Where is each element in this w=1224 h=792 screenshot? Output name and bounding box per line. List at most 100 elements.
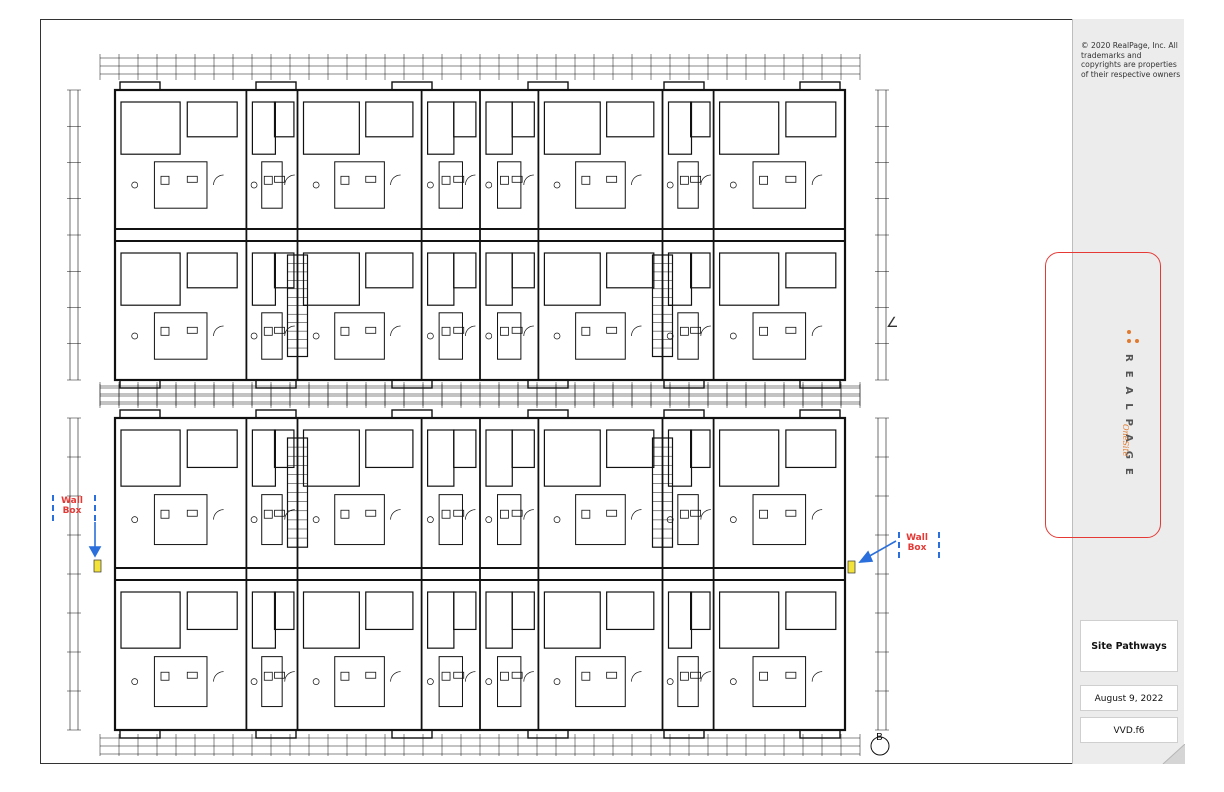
lower-floor-plan-door-swing	[631, 509, 642, 520]
lower-floor-plan-room	[677, 494, 699, 546]
lower-floor-plan-tag	[485, 516, 493, 523]
wall-box-marker-left	[93, 559, 102, 573]
upper-floor-plan-bumpout	[799, 379, 841, 389]
lower-floor-plan-tag	[427, 678, 434, 685]
lower-floor-plan-fixture	[441, 509, 451, 519]
upper-floor-plan-room	[718, 101, 780, 155]
drawing-sheet	[40, 19, 1184, 764]
lower-floor-plan-bumpout	[119, 409, 161, 419]
lower-floor-plan-room	[752, 494, 807, 546]
lower-floor-plan-fixture	[274, 671, 285, 679]
upper-floor-plan-fixture	[511, 175, 523, 183]
lower-floor-plan-door-swing	[700, 671, 711, 682]
lower-floor-plan-fixture	[365, 509, 377, 517]
project-title: Site Pathways	[1080, 620, 1178, 672]
lower-floor-plan-room	[261, 656, 283, 708]
lower-floor-plan-room	[334, 656, 385, 708]
upper-floor-plan-room	[453, 252, 477, 289]
lower-floor-plan-room	[543, 429, 601, 487]
upper-floor-plan-room	[606, 252, 655, 289]
lower-floor-plan-room	[497, 656, 522, 708]
lower-floor-plan-room	[497, 494, 522, 546]
upper-floor-plan-room	[186, 252, 238, 289]
upper-floor-plan-fixture	[453, 326, 465, 334]
upper-floor-plan-fixture	[365, 326, 377, 334]
upper-floor-plan-room	[497, 161, 522, 209]
upper-floor-plan-room	[334, 312, 385, 360]
lower-floor-plan-room	[334, 494, 385, 546]
view-tag-letter: B	[876, 732, 883, 743]
lower-floor-plan-door-swing	[700, 509, 711, 520]
lower-floor-plan-bumpout	[799, 729, 841, 739]
lower-floor-plan-fixture	[759, 509, 768, 519]
lower-floor-plan-tag	[250, 678, 258, 685]
upper-floor-plan-room	[485, 101, 513, 155]
upper-floor-plan-tag	[666, 332, 674, 340]
upper-floor-plan-bumpout	[119, 379, 161, 389]
upper-floor-plan-room	[365, 252, 414, 289]
upper-floor-plan-room	[752, 312, 807, 360]
lower-floor-plan-fixture	[263, 509, 273, 519]
lower-floor-plan-bumpout	[527, 409, 569, 419]
upper-floor-plan-door-swing	[390, 174, 401, 186]
lower-floor-plan-fixture	[679, 671, 689, 681]
lower-floor-plan-room	[718, 591, 780, 649]
callout-left-line1: Wall	[61, 496, 83, 506]
upper-floor-plan-door-swing	[700, 174, 711, 186]
upper-floor-plan-door-swing	[631, 174, 642, 186]
lower-floor-plan-bumpout	[663, 729, 705, 739]
lower-floor-plan-room	[365, 591, 414, 631]
upper-floor-plan-room	[365, 101, 414, 138]
upper-floor-plan-fixture	[274, 175, 285, 183]
upper-floor-plan-bumpout	[663, 81, 705, 91]
upper-floor-plan-room	[718, 252, 780, 306]
lower-floor-plan-room	[453, 591, 477, 631]
lower-floor-plan-fixture	[785, 671, 797, 679]
lower-floor-plan-tag	[553, 516, 561, 523]
upper-floor-plan-tag	[131, 181, 139, 189]
lower-floor-plan-door-swing	[284, 509, 295, 520]
lower-floor-plan-room	[677, 656, 699, 708]
upper-floor-plan-fixture	[690, 175, 702, 183]
upper-floor-plan-door-swing	[631, 325, 642, 337]
page-curl-icon	[1162, 744, 1185, 764]
upper-floor-plan-door-swing	[465, 174, 476, 186]
upper-floor-plan-bumpout	[391, 379, 433, 389]
lower-floor-plan-door-swing	[213, 671, 224, 682]
upper-floor-plan-room	[438, 312, 463, 360]
lower-floor-plan-fixture	[453, 509, 465, 517]
realpage-logo-text: REALPAGE	[1123, 354, 1134, 484]
lower-floor-plan-room	[438, 656, 463, 708]
lower-floor-plan-room	[785, 591, 837, 631]
upper-floor-plan-room	[785, 252, 837, 289]
lower-floor-plan-room	[251, 429, 276, 487]
upper-floor-plan-fixture	[186, 326, 198, 334]
lower-floor-plan-tag	[553, 678, 561, 685]
upper-floor-plan-tag	[553, 332, 561, 340]
lower-floor-plan-bumpout	[799, 409, 841, 419]
upper-floor-plan-tag	[250, 332, 258, 340]
lower-floor-plan-room	[752, 656, 807, 708]
upper-floor-plan-room	[120, 101, 181, 155]
upper-floor-plan-fixture	[441, 175, 451, 185]
upper-floor-plan-room	[438, 161, 463, 209]
wall-box-callout-left-frame	[52, 495, 96, 521]
upper-floor-plan-fixture	[581, 175, 591, 185]
lower-floor-plan-fixture	[186, 671, 198, 679]
lower-floor-plan-room	[120, 591, 181, 649]
lower-floor-plan-fixture	[500, 509, 509, 519]
upper-floor-plan-bumpout	[119, 81, 161, 91]
upper-floor-plan-fixture	[679, 175, 689, 185]
upper-floor-plan-door-swing	[213, 325, 224, 337]
lower-floor-plan-fixture	[606, 671, 618, 679]
upper-floor-plan-tag	[729, 181, 737, 189]
upper-floor-plan-fixture	[606, 326, 618, 334]
upper-floor-plan-room	[511, 101, 535, 138]
lower-floor-plan-room	[251, 591, 276, 649]
upper-floor-plan-door-swing	[213, 174, 224, 186]
upper-floor-plan-fixture	[263, 326, 273, 336]
arrow-right-callout	[858, 540, 897, 563]
lower-floor-plan-door-swing	[523, 509, 534, 520]
upper-floor-plan-door-swing	[390, 325, 401, 337]
upper-floor-plan-door-swing	[284, 174, 295, 186]
